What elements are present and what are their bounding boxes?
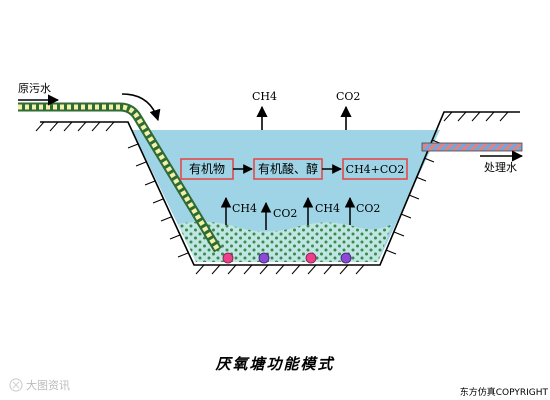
gas-bubble-purple-2 bbox=[340, 252, 352, 264]
inflow-label: 原污水 bbox=[18, 82, 51, 95]
watermark-text: 大图资讯 bbox=[26, 378, 70, 392]
gas-bubble-pink-1 bbox=[222, 252, 234, 264]
top-ch4-label: CH4 bbox=[252, 90, 277, 103]
inflow-direction-arrow bbox=[121, 93, 161, 122]
box-products bbox=[342, 158, 408, 180]
outflow-label: 处理水 bbox=[484, 161, 517, 174]
box-products-label: CH4+CO2 bbox=[346, 163, 405, 176]
gas-bubble-purple-1 bbox=[258, 252, 270, 264]
pond-co2-label-2: CO2 bbox=[356, 202, 380, 215]
sludge-layer bbox=[178, 221, 392, 262]
box-organic-label: 有机物 bbox=[189, 162, 225, 176]
inflow-pipe-core bbox=[18, 104, 221, 252]
watermark-logo bbox=[9, 378, 23, 392]
gas-bubble-pink-2 bbox=[305, 252, 317, 264]
outflow-pipe bbox=[421, 142, 523, 152]
pond-ch4-label-1: CH4 bbox=[232, 202, 257, 215]
copyright-label: 东方仿真COPYRIGHT bbox=[460, 386, 549, 398]
top-co2-label: CO2 bbox=[336, 90, 360, 103]
ground-hatching bbox=[35, 111, 509, 275]
diagram-caption: 厌氧塘功能模式 bbox=[214, 355, 335, 373]
pond-ch4-label-2: CH4 bbox=[315, 202, 340, 215]
pond-co2-label-1: CO2 bbox=[273, 207, 297, 220]
box-acids-label: 有机酸、醇 bbox=[258, 161, 318, 176]
